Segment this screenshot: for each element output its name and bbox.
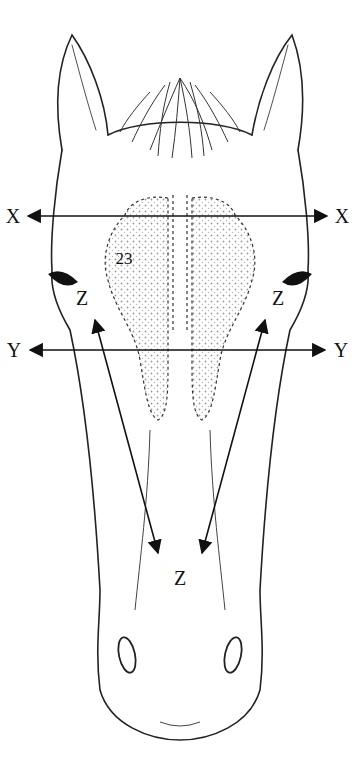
point-letter: Z xyxy=(76,288,88,308)
line-letter: Y xyxy=(7,340,21,360)
line-letter: Y xyxy=(334,340,348,360)
line-letter: X xyxy=(335,206,349,226)
nostril xyxy=(115,636,244,675)
head-outline xyxy=(52,35,309,740)
line-letter: X xyxy=(6,206,20,226)
frontal-sinus xyxy=(105,195,255,420)
measurement-arrow xyxy=(28,216,327,553)
point-letter: Z xyxy=(272,288,284,308)
eye xyxy=(48,271,312,285)
forelock xyxy=(120,78,240,158)
point-letter: Z xyxy=(174,568,186,588)
face-lines xyxy=(135,430,225,726)
callout-number: 23 xyxy=(116,250,133,267)
